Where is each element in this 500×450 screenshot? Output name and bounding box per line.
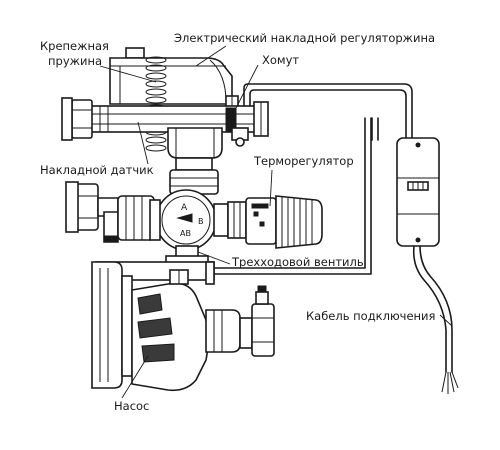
label-thermostat: Терморегулятор (253, 154, 354, 168)
valve-port-a: A (181, 203, 188, 213)
pump (91, 261, 275, 392)
surface-sensor (167, 127, 223, 159)
label-clamp: Хомут (262, 53, 299, 67)
junction-box (396, 137, 440, 247)
cable-loop (209, 83, 413, 275)
label-electric-controller: Электрический накладной регуляторжина (174, 31, 435, 45)
leader-lines (99, 45, 273, 399)
left-coupling (65, 181, 119, 243)
connection-cable (412, 245, 459, 394)
label-connection-cable: Кабель подключения (306, 309, 435, 323)
clamp (225, 107, 249, 147)
label-fixing-spring-line1: Крепежная (40, 39, 109, 53)
valve-port-ab: AB (180, 229, 191, 238)
label-fixing-spring-line2: пружина (48, 54, 102, 68)
label-three-way-valve: Трехходовой вентиль (231, 255, 364, 269)
valve-port-b: B (198, 217, 204, 226)
upper-coupling (169, 157, 219, 195)
thermostat (227, 195, 323, 249)
label-surface-sensor: Накладной датчик (40, 163, 154, 177)
three-way-valve-body: A AB B (117, 189, 229, 271)
label-pump: Насос (114, 399, 149, 413)
